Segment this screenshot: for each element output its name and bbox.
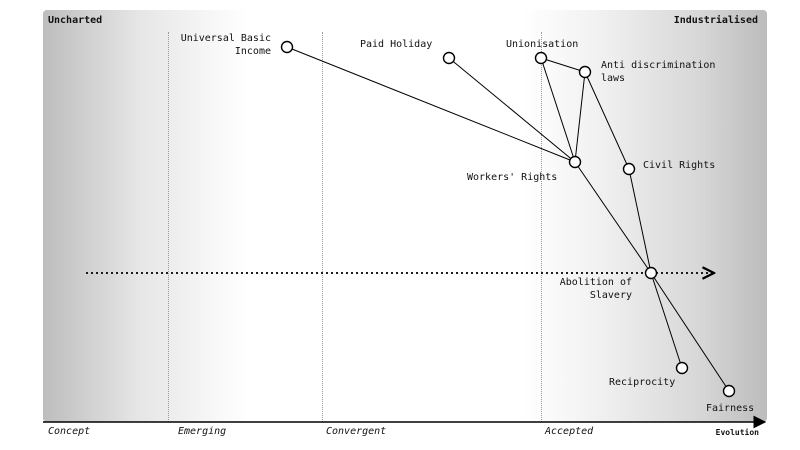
component-node-abolition[interactable] — [644, 266, 658, 280]
link-workers-rights-to-abolition — [574, 161, 652, 274]
component-node-unionisation[interactable] — [534, 51, 548, 65]
component-label-unionisation: Unionisation — [506, 39, 579, 50]
link-civil-rights-to-abolition — [628, 168, 652, 274]
component-circle-workers-rights[interactable] — [568, 155, 582, 169]
stage-divider-convergent — [322, 32, 323, 422]
component-circle-reciprocity[interactable] — [675, 361, 689, 375]
stage-label-concept: Concept — [48, 426, 91, 437]
component-label-civil-rights: Civil Rights — [643, 160, 716, 171]
component-label-ubi: Universal Basic Income — [180, 33, 271, 57]
link-unionisation-to-workers-rights — [540, 57, 576, 163]
uncharted-label: Uncharted — [48, 15, 103, 26]
component-label-anti-discrimination: Anti discrimination laws — [601, 60, 716, 84]
component-circle-fairness[interactable] — [722, 384, 736, 398]
component-node-ubi[interactable] — [280, 40, 294, 54]
map-background — [43, 10, 767, 422]
link-anti-discrimination-to-civil-rights — [584, 71, 630, 170]
link-paid-holiday-to-workers-rights — [448, 57, 576, 163]
link-unionisation-to-anti-discrimination — [540, 57, 586, 73]
component-label-paid-holiday: Paid Holiday — [360, 39, 433, 50]
industrialised-label: Industrialised — [673, 15, 758, 26]
component-node-paid-holiday[interactable] — [442, 51, 456, 65]
dependency-links — [286, 46, 730, 392]
link-abolition-to-reciprocity — [650, 272, 683, 369]
component-nodes — [280, 40, 736, 398]
component-label-fairness: Fairness — [706, 403, 755, 414]
component-label-workers-rights: Workers' Rights — [467, 172, 558, 183]
stage-divider-accepted — [541, 32, 542, 422]
component-node-fairness[interactable] — [722, 384, 736, 398]
component-circle-paid-holiday[interactable] — [442, 51, 456, 65]
stage-label-emerging: Emerging — [178, 426, 227, 437]
component-circle-unionisation[interactable] — [534, 51, 548, 65]
evolution-axis-label: Evolution — [715, 428, 759, 437]
component-node-anti-discrimination[interactable] — [578, 65, 592, 79]
component-label-abolition: Abolition of Slavery — [559, 277, 632, 301]
link-abolition-to-fairness — [650, 272, 730, 392]
component-node-reciprocity[interactable] — [675, 361, 689, 375]
stage-label-accepted: Accepted — [545, 426, 594, 437]
stage-label-convergent: Convergent — [326, 426, 387, 437]
link-anti-discrimination-to-workers-rights — [574, 71, 586, 163]
component-circle-civil-rights[interactable] — [622, 162, 636, 176]
component-circle-ubi[interactable] — [280, 40, 294, 54]
component-circle-anti-discrimination[interactable] — [578, 65, 592, 79]
link-ubi-to-workers-rights — [286, 46, 576, 163]
component-circle-abolition[interactable] — [644, 266, 658, 280]
component-node-civil-rights[interactable] — [622, 162, 636, 176]
component-label-reciprocity: Reciprocity — [609, 377, 676, 388]
stage-divider-emerging — [168, 32, 169, 422]
component-node-workers-rights[interactable] — [568, 155, 582, 169]
